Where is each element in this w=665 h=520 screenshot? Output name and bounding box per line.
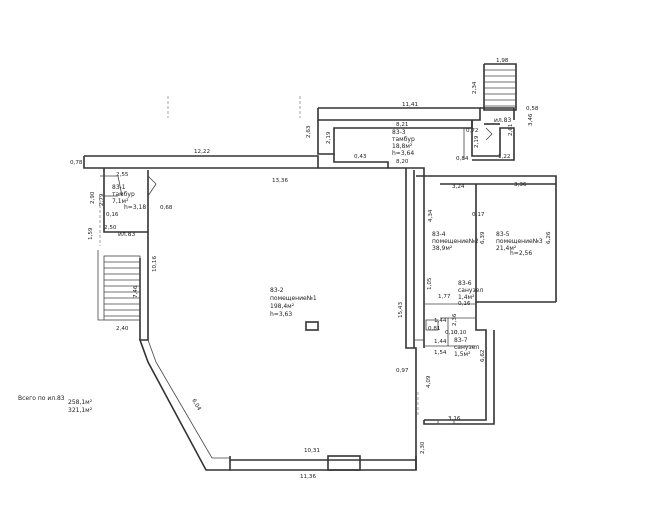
dim-0-68: 0,68: [160, 205, 173, 211]
dim-1-59: 1,59: [88, 227, 94, 240]
dim-3-16: 3,16: [448, 416, 461, 422]
dim-2-30: 2,30: [420, 441, 426, 454]
dim-1-05: 1,05: [427, 277, 433, 290]
dim-2-34: 2,34: [472, 81, 478, 94]
dim-11-41: 11,41: [402, 102, 418, 108]
dim-2-61: 2,61: [508, 123, 514, 136]
summary-area-1: 258,1м²: [68, 399, 93, 406]
room-name: тамбур: [392, 136, 415, 143]
dim-2-40: 2,40: [116, 326, 129, 332]
dim-0-10-a: 0,10: [445, 330, 458, 336]
room-area: 1,4м²: [458, 294, 475, 301]
dim-10-31: 10,31: [304, 448, 320, 454]
room-id: 83-1: [112, 184, 126, 191]
room-id: 83-4: [432, 231, 446, 238]
room-height: h=2,56: [510, 250, 532, 257]
room-area: 38,9м²: [432, 245, 453, 252]
dim-0-10-b: 0,10: [454, 330, 467, 336]
summary-area-2: 321,1м²: [68, 407, 93, 414]
dim-1-98: 1,98: [496, 58, 509, 64]
dim-12-22: 12,22: [194, 149, 210, 155]
room-id: 83-2: [270, 287, 284, 294]
dim-0-81: 0,81: [428, 326, 441, 332]
room-83-4: 83-4 помещение№2 38,9м²: [432, 231, 479, 252]
room-id: 83-6: [458, 280, 472, 287]
room-id: 83-7: [454, 337, 468, 344]
dim-0-78: 0,78: [70, 160, 83, 166]
dim-0-97: 0,97: [396, 368, 409, 374]
room-area: 1,5м²: [454, 351, 471, 358]
dim-2-19-right: 2,19: [474, 135, 480, 148]
room-83-5: 83-5 помещение№3 21,4м² h=2,56: [496, 231, 543, 257]
dim-13-36: 13,36: [272, 178, 288, 184]
dim-0-72: 0,72: [466, 128, 478, 134]
dashed-guides: [99, 96, 419, 416]
dim-7-46: 7,46: [133, 285, 139, 298]
room-name: помещение№3: [496, 238, 543, 245]
room-83-1: 83-1 тамбур 7,1м² h=3,18: [112, 184, 146, 211]
dim-1-54: 1,54: [434, 350, 447, 356]
dim-2-63: 2,63: [306, 125, 312, 138]
dim-6-62: 6,62: [480, 350, 486, 362]
dim-2-50: 2,50: [104, 225, 117, 231]
room-height: h=3,64: [392, 150, 414, 157]
dim-8-20: 8,20: [396, 159, 409, 165]
dim-3-36: 3,36: [514, 182, 527, 188]
dim-6-04: 6,04: [190, 398, 202, 412]
dim-1-44-a: 1,44: [434, 318, 447, 324]
dim-2-36: 2,36: [452, 313, 458, 326]
dim-0-16: 0,16: [106, 212, 119, 218]
dim-8-21: 8,21: [396, 122, 409, 128]
stair-label-left: ил.83: [118, 231, 135, 238]
stair-label-top: ил.83: [494, 117, 511, 124]
dim-3-46: 3,46: [528, 113, 534, 126]
dimension-labels: 1,98 2,34 0,58 3,46 11,41 8,21 2,63 2,19…: [70, 58, 552, 480]
dim-10-16: 10,16: [152, 256, 158, 272]
room-83-2: 83-2 помещение№1 198,4м² h=3,63: [270, 287, 317, 318]
summary-label: Всего по ил.83: [18, 395, 65, 402]
room-name: помещение№2: [432, 238, 479, 245]
room-name: помещение№1: [270, 295, 317, 302]
room-id: 83-3: [392, 129, 406, 136]
dim-6-26: 6,26: [546, 231, 552, 244]
stair-labels: ил.83 ил.83: [118, 117, 511, 238]
stairs-left: [97, 250, 141, 321]
dim-0-58: 0,58: [526, 106, 539, 112]
area-summary: Всего по ил.83 258,1м² 321,1м²: [18, 395, 93, 414]
room-83-3: 83-3 тамбур 18,8м² h=3,64: [392, 129, 415, 157]
room-area: 18,8м²: [392, 143, 413, 150]
dim-4-09: 4,09: [426, 375, 432, 388]
dim-0-84: 0,84: [456, 156, 469, 162]
dim-2-79: 2,79: [99, 193, 105, 206]
room-83-6: 83-6 санузел 1,4м²: [458, 280, 483, 301]
dim-3-24: 3,24: [452, 184, 465, 190]
dim-15-43: 15,43: [398, 302, 404, 318]
room-height: h=3,63: [270, 311, 292, 318]
dim-6-39: 6,39: [480, 231, 486, 244]
room-name: санузел: [458, 287, 483, 294]
dim-4-34: 4,34: [428, 209, 434, 222]
dim-1-44-b: 1,44: [434, 339, 447, 345]
dim-2-90: 2,90: [90, 191, 96, 204]
room-name: тамбур: [112, 191, 135, 198]
dim-0-43: 0,43: [354, 154, 367, 160]
dim-2-55: 2,55: [116, 172, 129, 178]
dim-0-17: 0,17: [472, 212, 485, 218]
dim-0-16-b: 0,16: [458, 301, 471, 307]
room-height: h=3,18: [124, 204, 146, 211]
room-area: 21,4м²: [496, 245, 517, 252]
room-area: 7,1м²: [112, 198, 129, 205]
room-area: 198,4м²: [270, 303, 295, 310]
stairs-top-right: [484, 69, 516, 107]
dim-2-19-left: 2,19: [326, 131, 332, 144]
dim-1-22: 1,22: [498, 154, 510, 160]
dim-1-77: 1,77: [438, 294, 451, 300]
room-83-7: 83-7 санузел 1,5м²: [454, 337, 479, 358]
room-id: 83-5: [496, 231, 510, 238]
walls: [83, 63, 557, 471]
dim-11-36: 11,36: [300, 474, 316, 480]
room-name: санузел: [454, 344, 479, 351]
